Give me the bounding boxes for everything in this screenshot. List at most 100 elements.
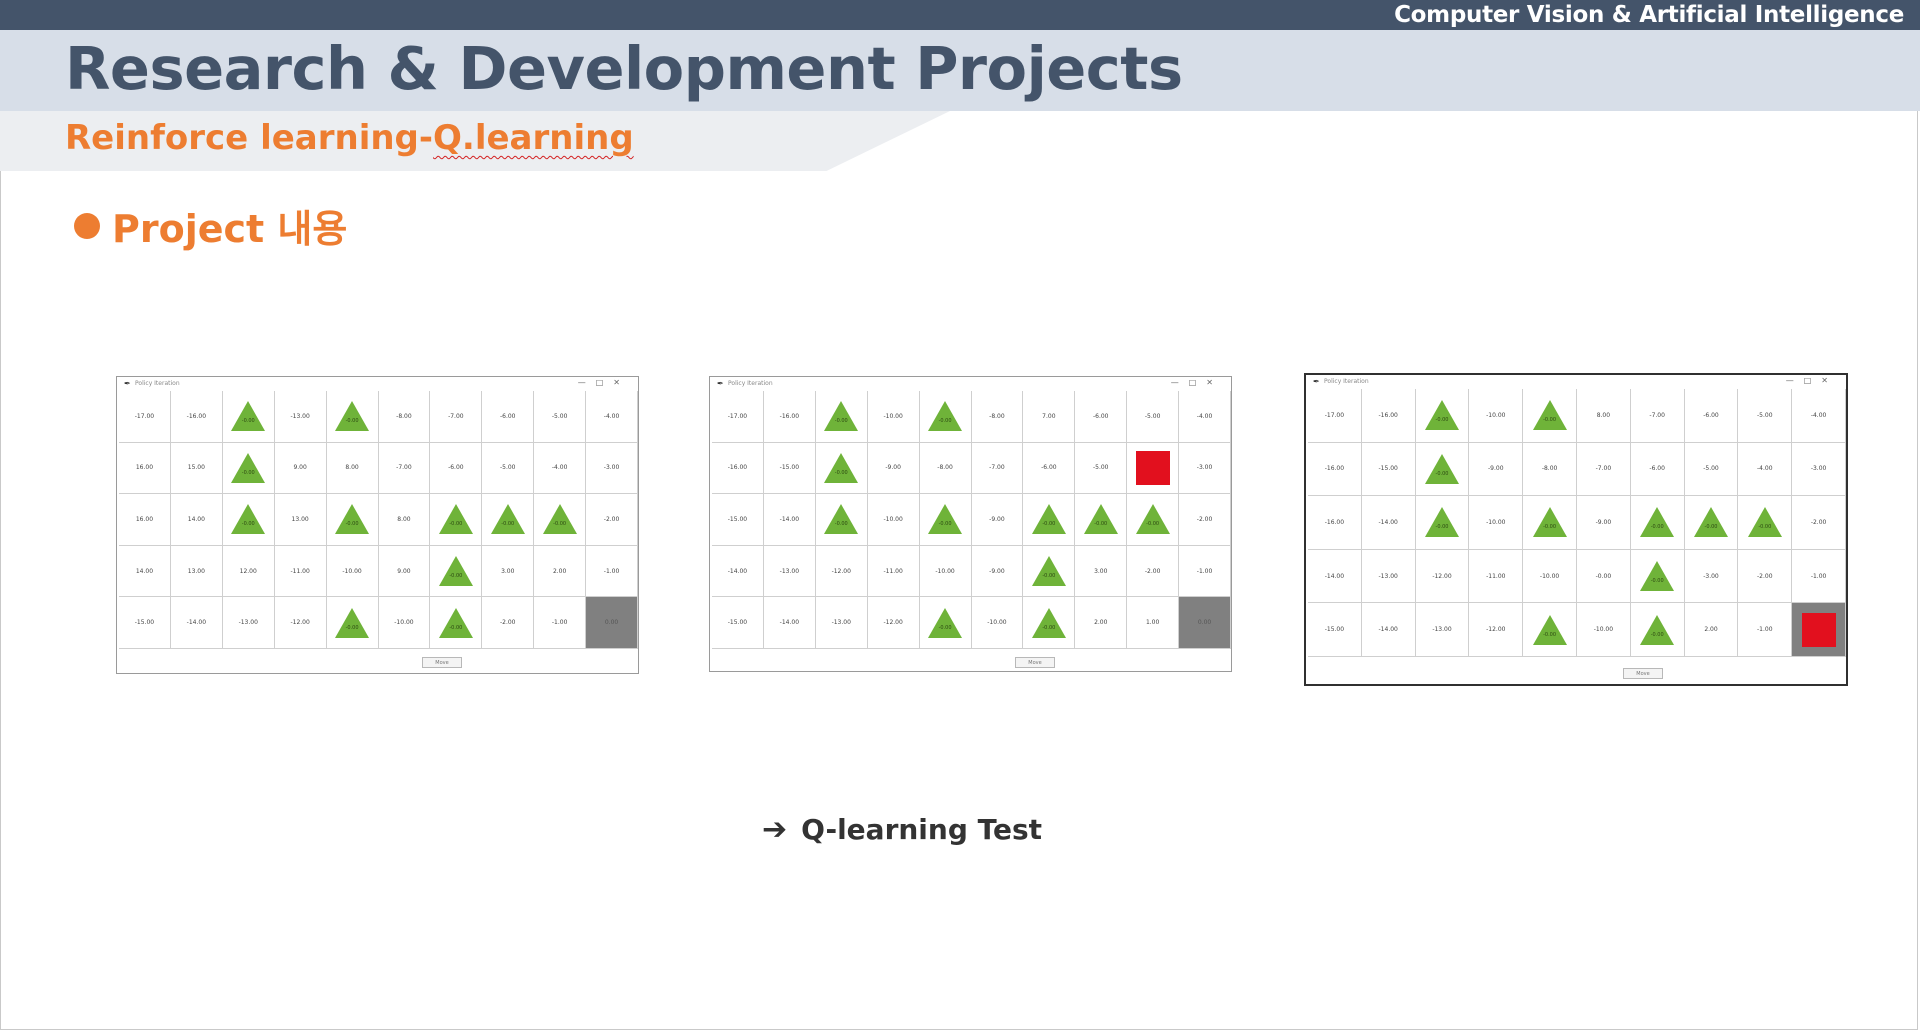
window-title: Policy Iteration <box>1324 378 1369 385</box>
grid-cell: -13.00 <box>274 391 327 443</box>
cell-value: -10.00 <box>342 567 362 575</box>
triangle-value: -0.00 <box>1543 524 1557 531</box>
grid-cell: 0.00 <box>586 597 638 649</box>
cell-value: -3.00 <box>1810 465 1827 473</box>
caption: ➔ Q-learning Test <box>762 812 1042 847</box>
obstacle-triangle-icon <box>1693 507 1728 538</box>
cell-value: -11.00 <box>1486 572 1506 580</box>
cell-value: -10.00 <box>1539 572 1560 580</box>
grid-cell: -9.00 <box>1469 442 1524 497</box>
grid-cell: -4.00 <box>1792 389 1846 443</box>
grid-cell: -15.00 <box>712 494 764 546</box>
grid-cell: -14.00 <box>763 494 816 546</box>
grid-cell: -2.00 <box>1738 549 1793 604</box>
cell-value: 2.00 <box>1704 626 1718 634</box>
cell-value: 9.00 <box>397 567 411 575</box>
grid-cell: -8.00 <box>1523 442 1577 497</box>
grid-cell: -7.00 <box>971 442 1024 495</box>
obstacle-triangle-icon <box>1640 614 1675 645</box>
bullet-text: Project 내용 <box>112 207 348 251</box>
grid-cell: -0.00 <box>919 597 972 649</box>
obstacle-triangle-icon <box>1031 556 1066 587</box>
cell-value: -6.00 <box>1703 411 1719 419</box>
grid-cell: -3.00 <box>586 442 638 495</box>
grid-cell: -1.00 <box>1792 549 1846 604</box>
grid-cell: -17.00 <box>1308 389 1362 443</box>
cell-value: -15.00 <box>1324 626 1345 634</box>
cell-value: 8.00 <box>397 515 411 523</box>
grid-cell: -0.00 <box>1630 496 1685 550</box>
cell-value: -2.00 <box>1810 518 1827 526</box>
grid-cell: -0.00 <box>815 494 868 546</box>
obstacle-triangle-icon <box>335 401 370 432</box>
policy-window-3[interactable]: ✒Policy Iteration—□✕-17.00-16.00-0.00-10… <box>1304 373 1848 686</box>
cell-value: -8.00 <box>989 412 1005 420</box>
policy-window-1[interactable]: ✒Policy Iteration—□✕-17.00-16.00-0.00-13… <box>116 376 639 674</box>
grid-cell: -10.00 <box>1469 496 1524 550</box>
window-titlebar: ✒Policy Iteration—□✕ <box>1306 375 1846 389</box>
policy-window-2[interactable]: ✒Policy Iteration—□✕-17.00-16.00-0.00-10… <box>709 376 1232 672</box>
grid-cell: -14.00 <box>1361 496 1416 550</box>
obstacle-triangle-icon <box>1424 453 1459 484</box>
obstacle-triangle-icon <box>1424 400 1459 431</box>
obstacle-triangle-icon <box>1532 614 1567 645</box>
window-controls[interactable]: —□✕ <box>1170 378 1223 387</box>
grid-cell: -12.00 <box>815 545 868 598</box>
window-controls[interactable]: —□✕ <box>577 378 630 387</box>
grid-cell: 16.00 <box>119 494 171 546</box>
cell-value: -5.00 <box>499 464 516 472</box>
obstacle-triangle-icon <box>1424 507 1459 538</box>
grid-cell: -0.00 <box>222 442 275 495</box>
window-titlebar: ✒Policy Iteration—□✕ <box>710 377 1231 391</box>
cell-value: 16.00 <box>135 515 154 523</box>
triangle-value: -0.00 <box>449 573 463 580</box>
grid-cell: 3.00 <box>1075 545 1128 598</box>
grid-cell: -9.00 <box>867 442 920 495</box>
grid-cell: -0.00 <box>1523 389 1577 443</box>
grid-cell: -12.00 <box>1415 549 1470 604</box>
cell-value: -17.00 <box>134 412 155 420</box>
grid-cell: -11.00 <box>1469 549 1524 604</box>
grid-cell: -4.00 <box>1738 442 1793 497</box>
obstacle-triangle-icon <box>1135 504 1170 535</box>
cell-value: -13.00 <box>1378 572 1398 580</box>
grid-cell: -14.00 <box>170 597 223 649</box>
grid-cell: -14.00 <box>763 597 816 649</box>
cell-value: -7.00 <box>989 464 1005 472</box>
window-titlebar: ✒Policy Iteration—□✕ <box>117 377 638 391</box>
cell-value: 1.00 <box>1145 619 1160 627</box>
grid-cell: -14.00 <box>712 545 764 598</box>
cell-value: 16.00 <box>135 464 154 472</box>
grid-cell: 8.00 <box>326 442 379 495</box>
grid-cell: -16.00 <box>1308 496 1362 550</box>
grid-cell: -5.00 <box>1075 442 1128 495</box>
slide-title: Research & Development Projects <box>65 34 1183 103</box>
move-button[interactable]: Move <box>1623 668 1663 679</box>
move-button[interactable]: Move <box>422 657 462 668</box>
grid-cell: -16.00 <box>1361 389 1416 443</box>
grid-cell: -12.00 <box>867 597 920 649</box>
cell-value: -2.00 <box>1144 567 1161 575</box>
grid-cell: -2.00 <box>1792 496 1846 550</box>
grid-cell: -0.00 <box>1576 549 1631 604</box>
caption-text: Q-learning Test <box>801 813 1043 846</box>
app-feather-icon: ✒ <box>717 379 724 388</box>
triangle-value: -0.00 <box>1650 578 1664 585</box>
move-button[interactable]: Move <box>1015 657 1055 668</box>
window-controls[interactable]: —□✕ <box>1785 376 1838 385</box>
cell-value: -15.00 <box>727 515 748 523</box>
triangle-value: -0.00 <box>1435 417 1449 424</box>
grid-cell: 3.00 <box>482 545 535 598</box>
grid-cell: -0.00 <box>919 494 972 546</box>
cell-value: -10.00 <box>987 619 1007 627</box>
obstacle-triangle-icon <box>1031 504 1066 535</box>
cell-value: -5.00 <box>1757 411 1773 419</box>
triangle-value: -0.00 <box>1758 524 1772 531</box>
triangle-value: -0.00 <box>1650 524 1664 531</box>
right-arrow-icon: ➔ <box>762 812 788 847</box>
grid-cell: -0.00 <box>430 597 483 649</box>
cell-value: -1.00 <box>1196 567 1213 575</box>
cell-value: -8.00 <box>396 412 412 420</box>
grid-cell: -12.00 <box>1469 603 1524 657</box>
